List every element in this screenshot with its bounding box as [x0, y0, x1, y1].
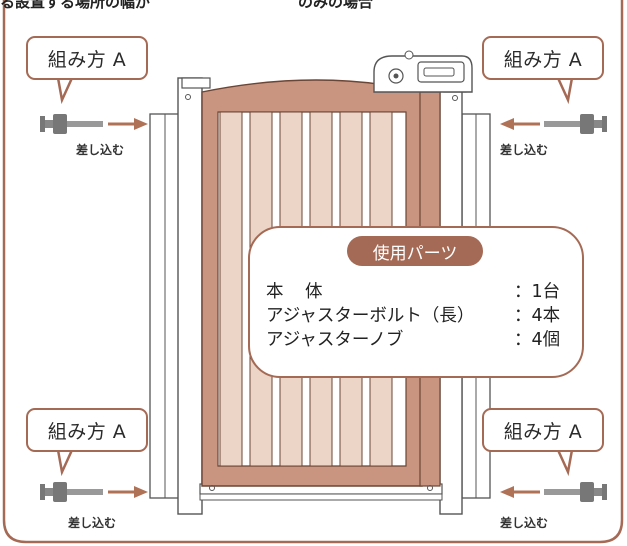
callout-top-right: 組み方 A: [482, 36, 604, 80]
adjuster-bolt-top-right: [544, 114, 607, 134]
part-name: アジャスターボルト（長）: [266, 306, 475, 326]
callout-tail-bottom-right: [556, 448, 574, 477]
callout-tail-top-right: [556, 76, 574, 105]
parts-list-panel: 使用パーツ 本 体 ：1台 アジャスターボルト（長） ：4本 アジャスターノブ …: [248, 226, 584, 378]
insert-label-bottom-left: 差し込む: [68, 516, 117, 530]
adjuster-bolt-bottom-right: [544, 482, 607, 502]
callout-tail-top-left: [56, 76, 74, 105]
insert-label-top-right: 差し込む: [500, 143, 549, 157]
insert-arrow-bottom-left: [108, 486, 148, 498]
callout-top-left: 組み方 A: [26, 36, 148, 80]
header-fragment: る設置する場所の幅が のみの場合: [0, 0, 373, 12]
lock-mechanism: [373, 50, 473, 93]
parts-list-title: 使用パーツ: [347, 236, 483, 266]
adjuster-bolt-bottom-left: [40, 482, 103, 502]
adjuster-bolt-top-left: [40, 114, 103, 134]
part-name: 本 体: [266, 282, 325, 302]
gate-illustration: [149, 50, 491, 515]
callout-bottom-right: 組み方 A: [482, 408, 604, 452]
insert-label-bottom-right: 差し込む: [500, 516, 549, 530]
callout-label: 組み方 A: [47, 48, 127, 71]
insert-arrow-top-left: [108, 118, 148, 130]
insert-arrow-top-right: [500, 118, 540, 130]
header-fragment-left: る設置する場所の幅が: [0, 0, 151, 11]
part-quantity: ：4個: [514, 330, 561, 350]
callout-bottom-left: 組み方 A: [26, 408, 148, 452]
callout-label: 組み方 A: [503, 48, 583, 71]
insert-arrow-bottom-right: [500, 486, 540, 498]
header-fragment-right: のみの場合: [298, 0, 374, 11]
part-quantity: ：1台: [514, 282, 561, 302]
callout-tail-bottom-left: [56, 448, 74, 477]
callout-label: 組み方 A: [503, 420, 583, 443]
part-quantity: ：4本: [514, 306, 561, 326]
insert-label-top-left: 差し込む: [76, 143, 125, 157]
left-post: [177, 77, 203, 515]
callout-label: 組み方 A: [47, 420, 127, 443]
part-name: アジャスターノブ: [266, 330, 404, 350]
